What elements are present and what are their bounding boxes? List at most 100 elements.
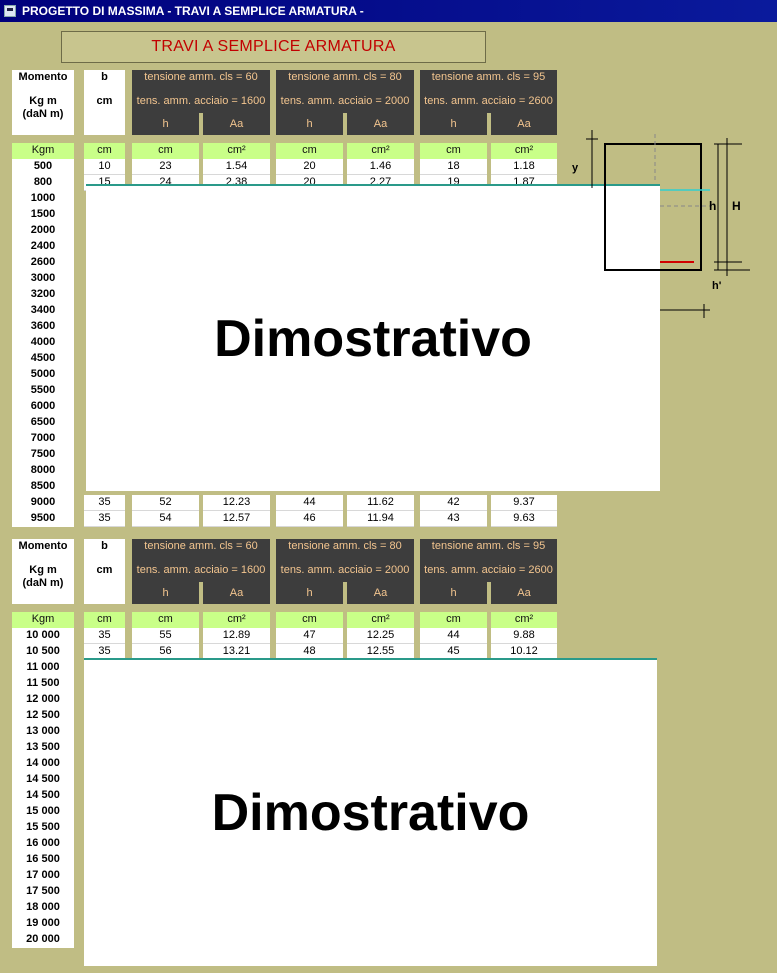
header-group-acciaio: tens. amm. acciaio = 2600 bbox=[424, 564, 553, 576]
header-aa: Aa bbox=[491, 113, 557, 135]
momento-cell: 19 000 bbox=[12, 916, 74, 932]
momento-cell: 7500 bbox=[12, 447, 74, 463]
label-y: y bbox=[572, 162, 579, 174]
momento-cell: 3200 bbox=[12, 287, 74, 303]
momento-cell: 6500 bbox=[12, 415, 74, 431]
header-h: h bbox=[420, 582, 487, 604]
header-aa: Aa bbox=[347, 113, 414, 135]
value-cell: 10.12 bbox=[491, 644, 557, 660]
header-h: h bbox=[132, 113, 199, 135]
label-H: H bbox=[732, 199, 741, 213]
unit-cell: cm² bbox=[203, 143, 270, 159]
momento-cell: 2600 bbox=[12, 255, 74, 271]
momento-cell: 10 000 bbox=[12, 628, 74, 644]
demo-overlay-text: Dimostrativo bbox=[211, 784, 530, 842]
header-group-2: tensione amm. cls = 80 tens. amm. acciaio… bbox=[276, 70, 414, 113]
header-momento-unit: Kg m bbox=[29, 95, 57, 107]
app-icon[interactable] bbox=[4, 5, 16, 17]
value-cell: 54 bbox=[132, 511, 199, 527]
header-aa: Aa bbox=[203, 582, 270, 604]
momento-cell: 8500 bbox=[12, 479, 74, 495]
header-h: h bbox=[276, 582, 343, 604]
value-cell: 9.37 bbox=[491, 495, 557, 511]
header-h: h bbox=[132, 582, 199, 604]
header-b: b cm bbox=[84, 539, 125, 604]
momento-cell: 2400 bbox=[12, 239, 74, 255]
unit-cell: cm bbox=[132, 612, 199, 628]
momento-cell: 3400 bbox=[12, 303, 74, 319]
header-h-label: h bbox=[306, 118, 313, 130]
momento-cell: 18 000 bbox=[12, 900, 74, 916]
momento-cell: 13 500 bbox=[12, 740, 74, 756]
beam-section-diagram: y h H h' bbox=[572, 130, 750, 318]
value-cell: 12.89 bbox=[203, 628, 270, 644]
window-titlebar: PROGETTO DI MASSIMA - TRAVI A SEMPLICE A… bbox=[0, 0, 777, 22]
header-h-label: h bbox=[306, 587, 313, 599]
value-cell: 23 bbox=[132, 159, 199, 175]
momento-cell: 8000 bbox=[12, 463, 74, 479]
demo-overlay: Dimostrativo bbox=[86, 184, 660, 491]
page-banner: TRAVI A SEMPLICE ARMATURA bbox=[61, 31, 486, 63]
header-aa-label: Aa bbox=[373, 587, 388, 599]
unit-cell: cm² bbox=[203, 612, 270, 628]
value-cell: 20 bbox=[276, 159, 343, 175]
header-aa-label: Aa bbox=[229, 118, 244, 130]
header-group-cls: tensione amm. cls = 60 bbox=[144, 71, 258, 83]
momento-cell: 4500 bbox=[12, 351, 74, 367]
value-cell: 12.25 bbox=[347, 628, 414, 644]
value-cell: 9.88 bbox=[491, 628, 557, 644]
momento-cell: 800 bbox=[12, 175, 74, 191]
momento-cell: 12 500 bbox=[12, 708, 74, 724]
momento-cell: 5000 bbox=[12, 367, 74, 383]
header-momento-label: Momento bbox=[18, 71, 68, 83]
header-aa: Aa bbox=[203, 113, 270, 135]
unit-cell: cm bbox=[276, 612, 343, 628]
value-cell: 46 bbox=[276, 511, 343, 527]
value-cell: 1.46 bbox=[347, 159, 414, 175]
value-cell: 55 bbox=[132, 628, 199, 644]
header-group-acciaio: tens. amm. acciaio = 2000 bbox=[280, 95, 410, 107]
value-cell: 44 bbox=[420, 628, 487, 644]
header-aa-label: Aa bbox=[373, 118, 388, 130]
momento-cell: 1500 bbox=[12, 207, 74, 223]
momento-cell: 3000 bbox=[12, 271, 74, 287]
momento-cell: 14 500 bbox=[12, 772, 74, 788]
momento-cell: 500 bbox=[12, 159, 74, 175]
momento-cell: 2000 bbox=[12, 223, 74, 239]
unit-cell: cm bbox=[276, 143, 343, 159]
value-cell: 9.63 bbox=[491, 511, 557, 527]
header-momento-unit2: (daN m) bbox=[22, 577, 64, 589]
value-cell: 42 bbox=[420, 495, 487, 511]
unit-cell: cm² bbox=[347, 612, 414, 628]
header-h-label: h bbox=[162, 587, 169, 599]
momento-cell: 10 500 bbox=[12, 644, 74, 660]
value-cell: 10 bbox=[84, 159, 125, 175]
header-h: h bbox=[420, 113, 487, 135]
header-b-unit: cm bbox=[96, 95, 113, 107]
header-b-unit: cm bbox=[96, 564, 113, 576]
value-cell: 35 bbox=[84, 511, 125, 527]
unit-cell: cm bbox=[420, 143, 487, 159]
momento-cell: 6000 bbox=[12, 399, 74, 415]
value-cell: 35 bbox=[84, 628, 125, 644]
momento-cell: 3600 bbox=[12, 319, 74, 335]
header-b-label: b bbox=[101, 540, 108, 552]
demo-overlay: Dimostrativo bbox=[84, 658, 657, 966]
unit-cell: cm bbox=[84, 612, 125, 628]
header-group-cls: tensione amm. cls = 60 bbox=[144, 540, 258, 552]
momento-cell: 9500 bbox=[12, 511, 74, 527]
header-group-cls: tensione amm. cls = 80 bbox=[288, 71, 402, 83]
header-h-label: h bbox=[450, 118, 457, 130]
header-momento-unit2: (daN m) bbox=[22, 108, 64, 120]
label-h: h bbox=[709, 199, 716, 213]
momento-cell: 15 000 bbox=[12, 804, 74, 820]
value-cell: 11.62 bbox=[347, 495, 414, 511]
momento-cell: 7000 bbox=[12, 431, 74, 447]
header-group-acciaio: tens. amm. acciaio = 1600 bbox=[136, 564, 266, 576]
header-aa-label: Aa bbox=[517, 118, 531, 130]
